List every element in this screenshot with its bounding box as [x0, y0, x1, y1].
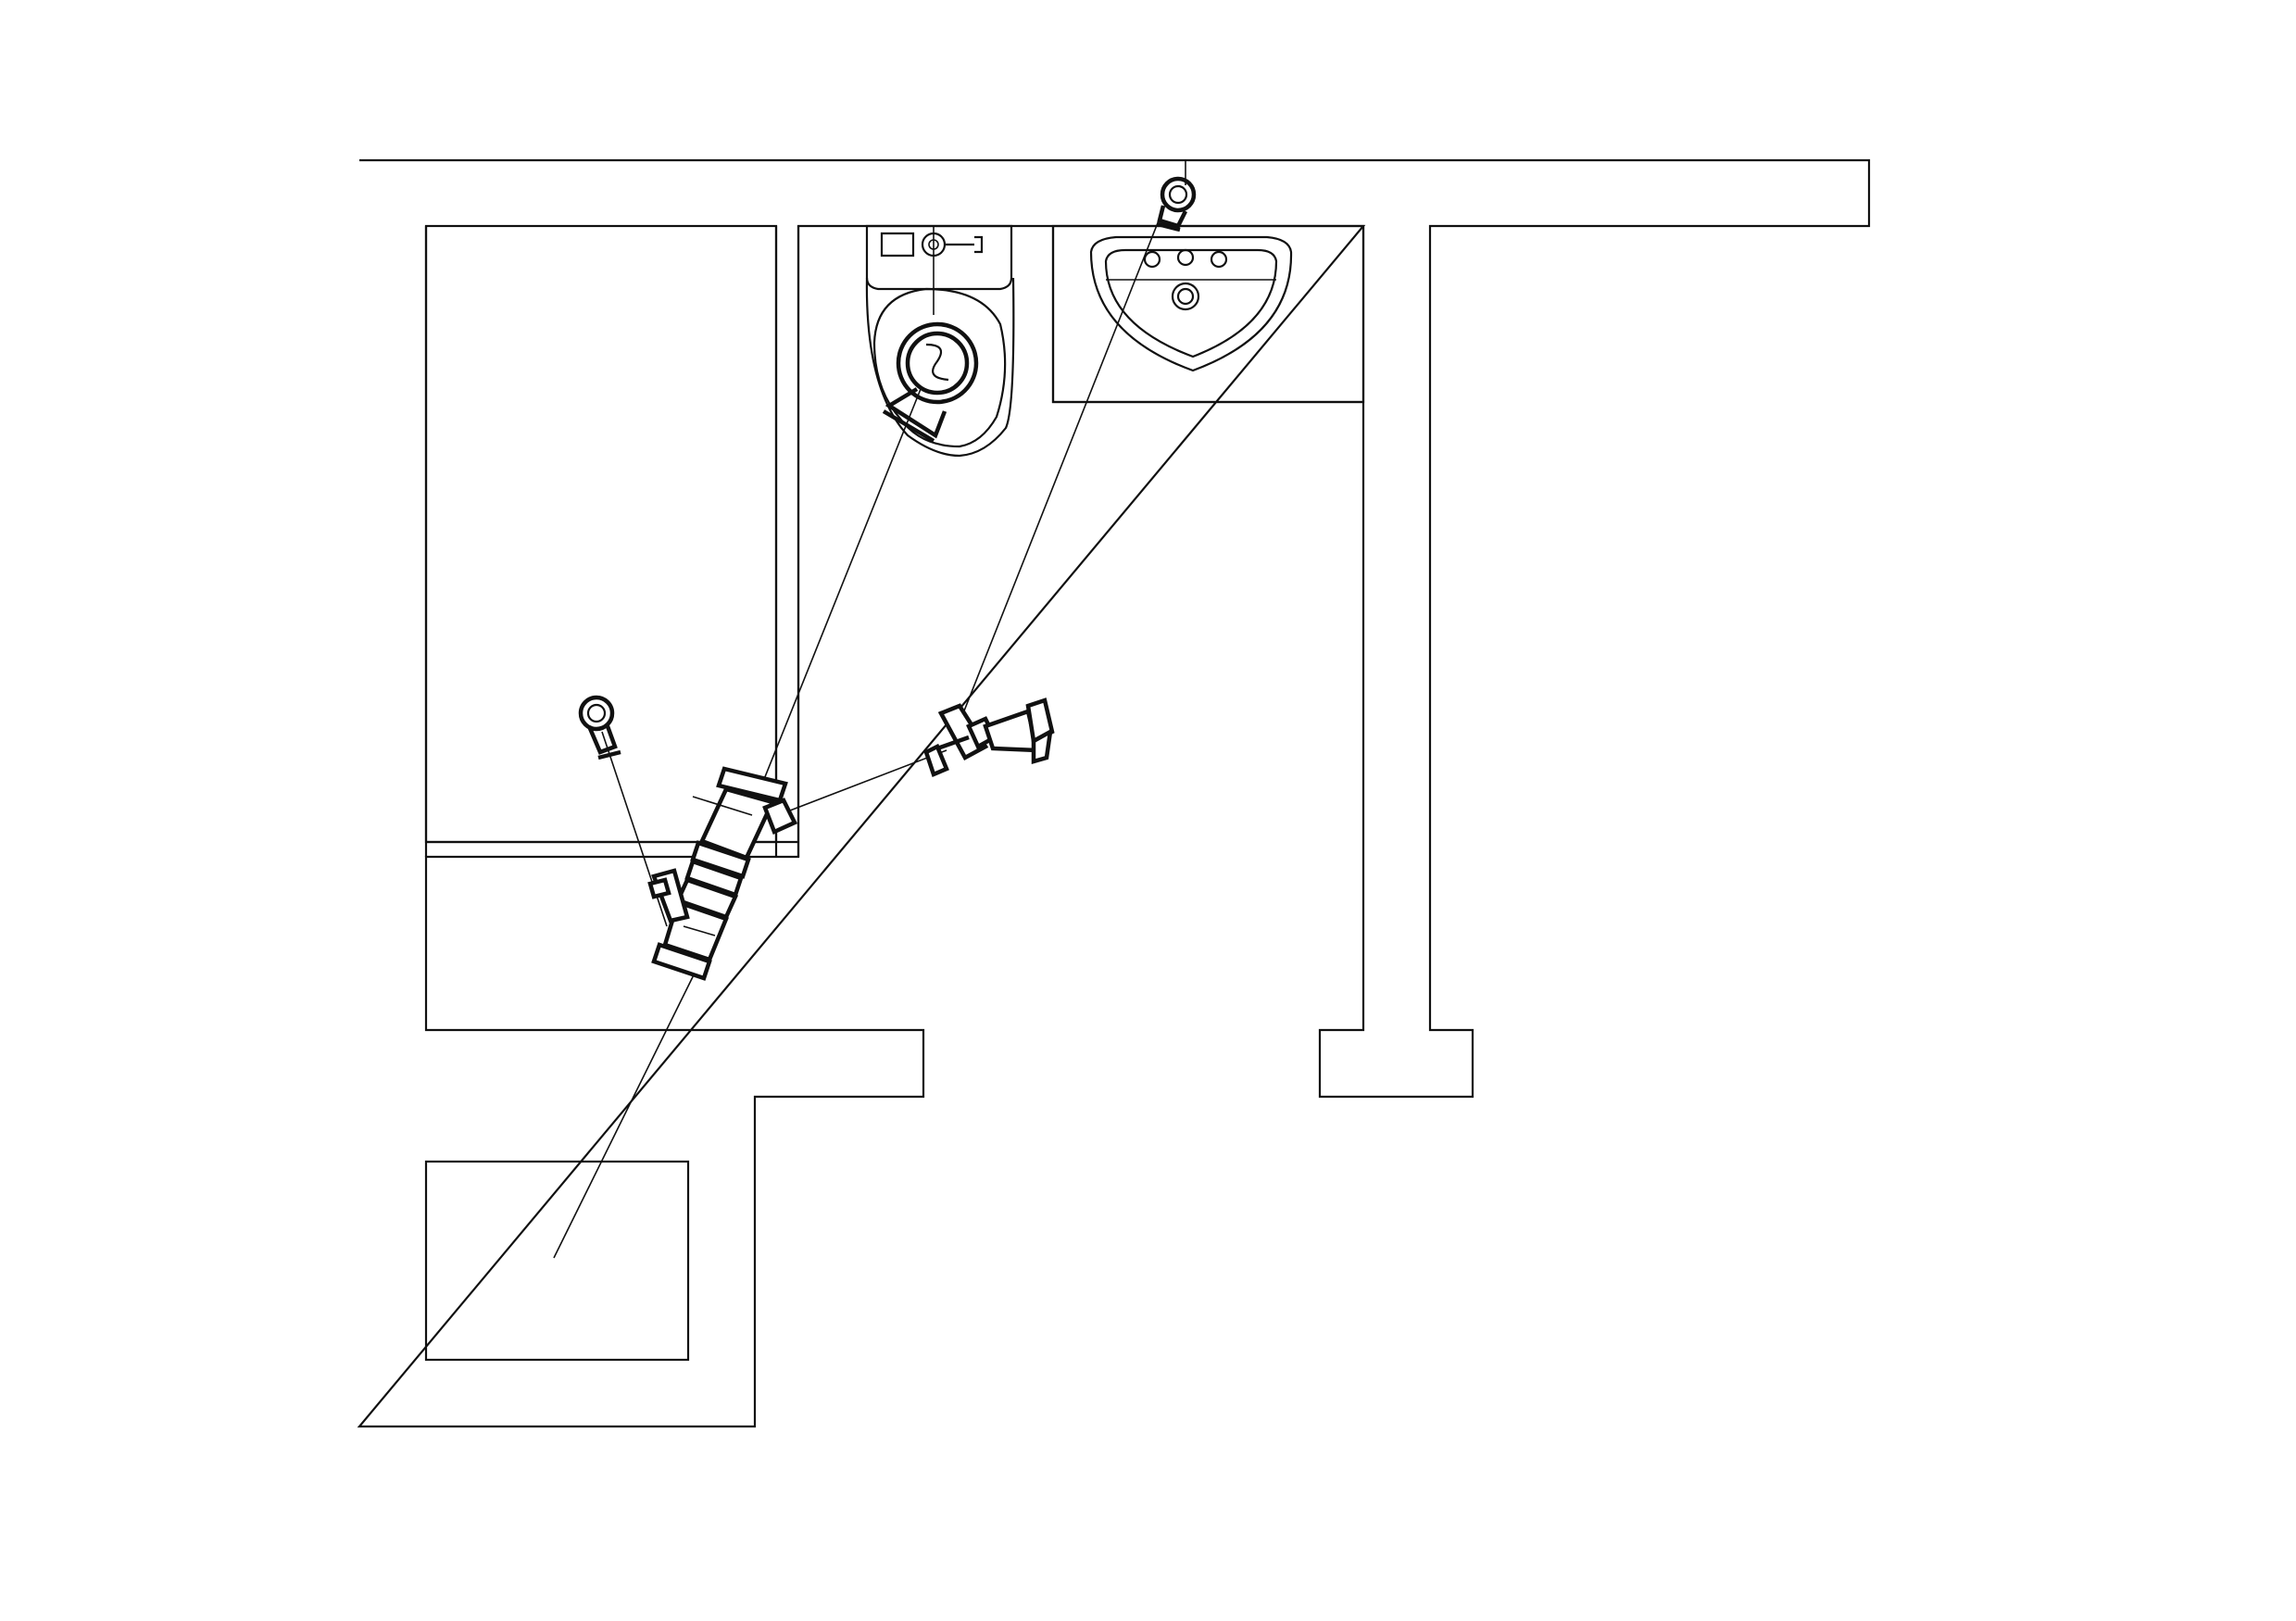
pipe-wye-icon: [923, 697, 1055, 778]
floor-drain-icon: [578, 695, 621, 760]
walls: [357, 158, 1871, 1428]
toilet-drain-fitting: [882, 321, 979, 443]
vanity-counter: [1051, 224, 1365, 404]
shower-tray-outline: [424, 1160, 690, 1362]
pipe-tee-icon: [647, 766, 798, 981]
outer-wall-outline: [357, 158, 1871, 1428]
branch-wye-fitting: [923, 697, 1055, 778]
main-tee-fitting: [647, 766, 798, 981]
drain-lines: [553, 160, 1186, 1259]
shower-tray: [424, 1160, 690, 1362]
floor-drain-icon: [1157, 176, 1197, 232]
branch-connection-line: [777, 749, 947, 816]
shower-drain-line: [553, 935, 714, 1259]
sink-plan-icon: [1089, 235, 1293, 372]
tub-partition: [774, 226, 800, 857]
pipe-elbow-icon: [882, 321, 979, 443]
sink-drain-fitting: [1157, 176, 1197, 232]
washbasin: [1051, 224, 1365, 404]
toilet-plan-icon: [865, 224, 1015, 458]
floor-drain-fitting: [578, 695, 621, 760]
toilet: [865, 224, 1015, 458]
sink-drain-line: [959, 210, 1163, 723]
